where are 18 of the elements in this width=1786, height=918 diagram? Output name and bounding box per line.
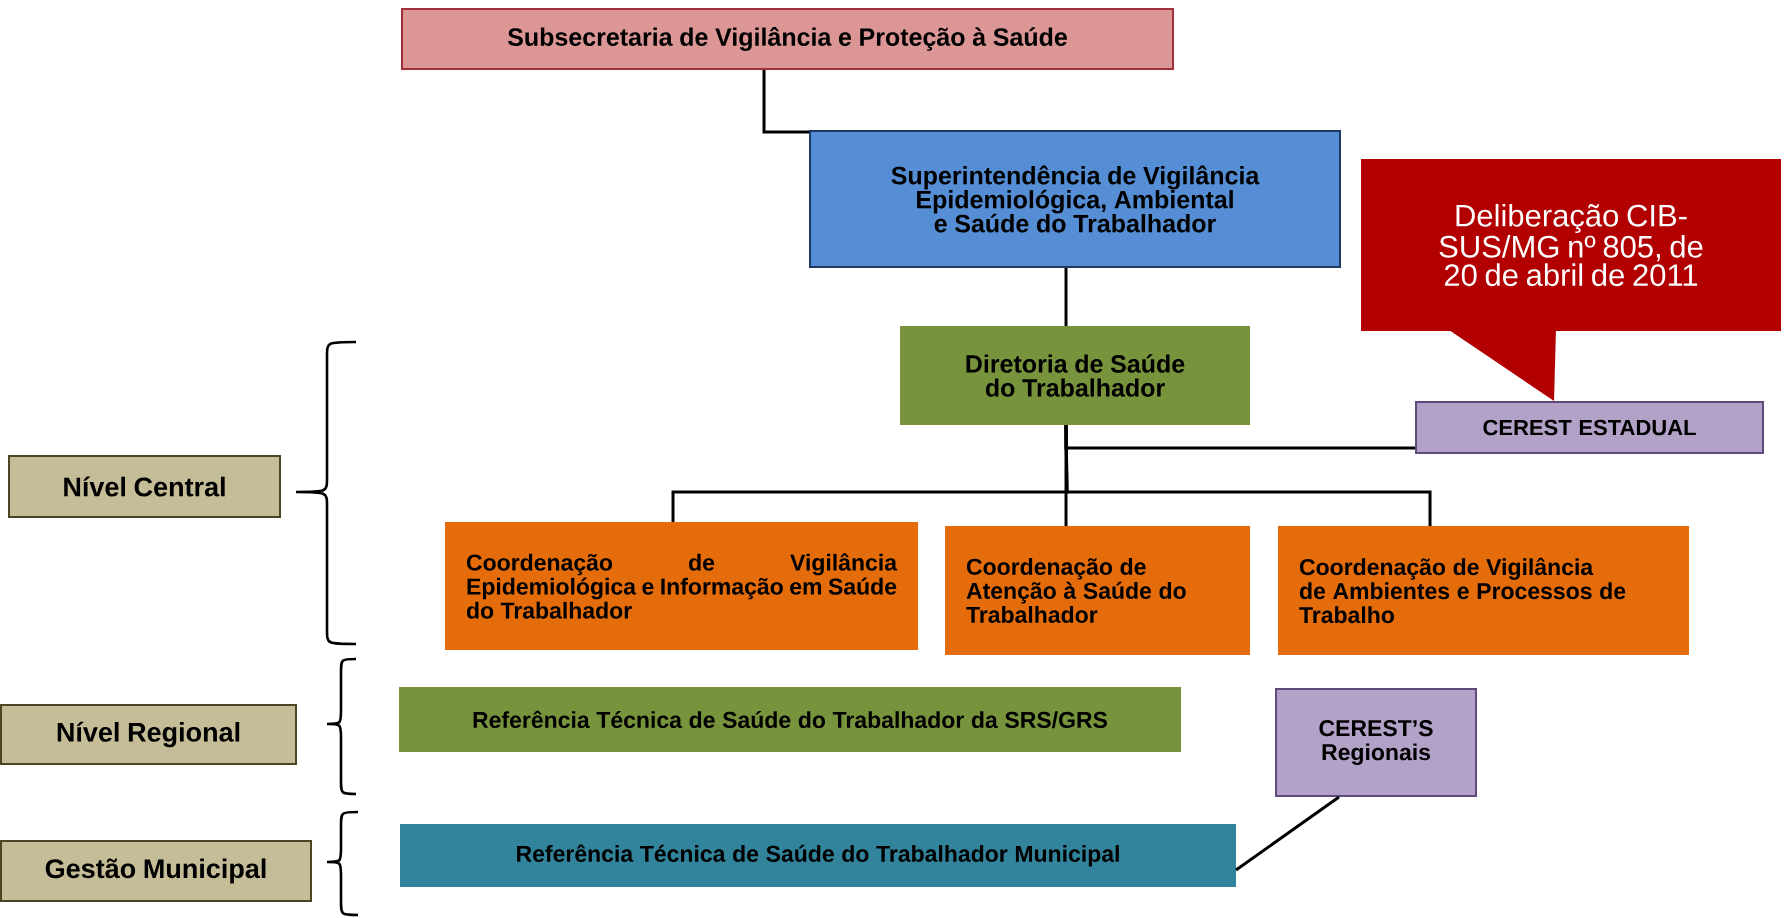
connector-line <box>1064 425 1432 526</box>
process-box: Referência Técnica de Saúde do Trabalhador da SRS/GRS <box>399 687 1181 752</box>
connector-line <box>1235 795 1340 872</box>
connector-line <box>1064 268 1068 326</box>
level-box: Gestão Municipal <box>0 840 312 902</box>
level-box: Nível Central <box>8 455 281 518</box>
process-box: Superintendência de Vigilância Epidemiológica, Ambiental e Saúde do Trabalhador <box>809 130 1341 268</box>
process-box: Referência Técnica de Saúde do Trabalhador Municipal <box>400 824 1236 887</box>
process-box: Coordenação de Atenção à Saúde do Trabalhador <box>945 526 1250 655</box>
title-box: Subsecretaria de Vigilância e Proteção à Saúde <box>401 8 1174 70</box>
process-box: CEREST’S Regionais <box>1275 688 1477 797</box>
process-box: Coordenação de Vigilância Epidemiológica e Informação em Saúde do Trabalhador <box>445 522 918 650</box>
process-box: Coordenação de Vigilância de Ambientes e Processos de Trabalho <box>1278 526 1689 655</box>
connector-line <box>762 70 809 134</box>
level-box: Nível Regional <box>0 704 297 765</box>
process-box: Diretoria de Saúde do Trabalhador <box>900 326 1250 425</box>
process-box: CEREST ESTADUAL <box>1415 401 1764 454</box>
callout-bubble: Deliberação CIB-SUS/MG nº 805, de 20 de abril de 2011 <box>1361 159 1781 401</box>
